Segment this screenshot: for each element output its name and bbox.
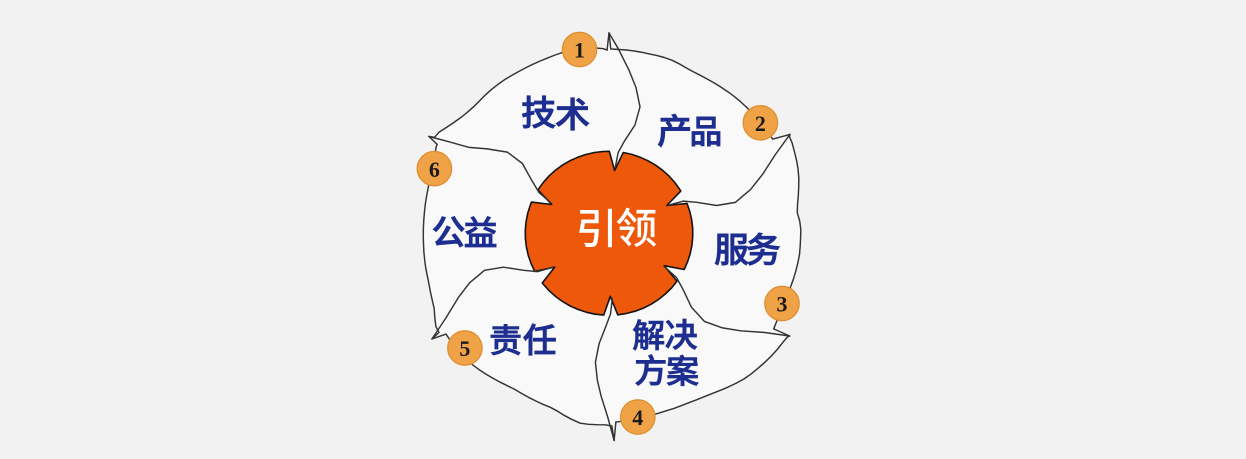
svg-text:5: 5: [459, 336, 470, 361]
svg-text:2: 2: [755, 111, 766, 136]
svg-text:4: 4: [632, 405, 643, 430]
svg-text:6: 6: [429, 157, 440, 182]
svg-text:3: 3: [777, 292, 788, 317]
svg-text:1: 1: [574, 38, 585, 63]
